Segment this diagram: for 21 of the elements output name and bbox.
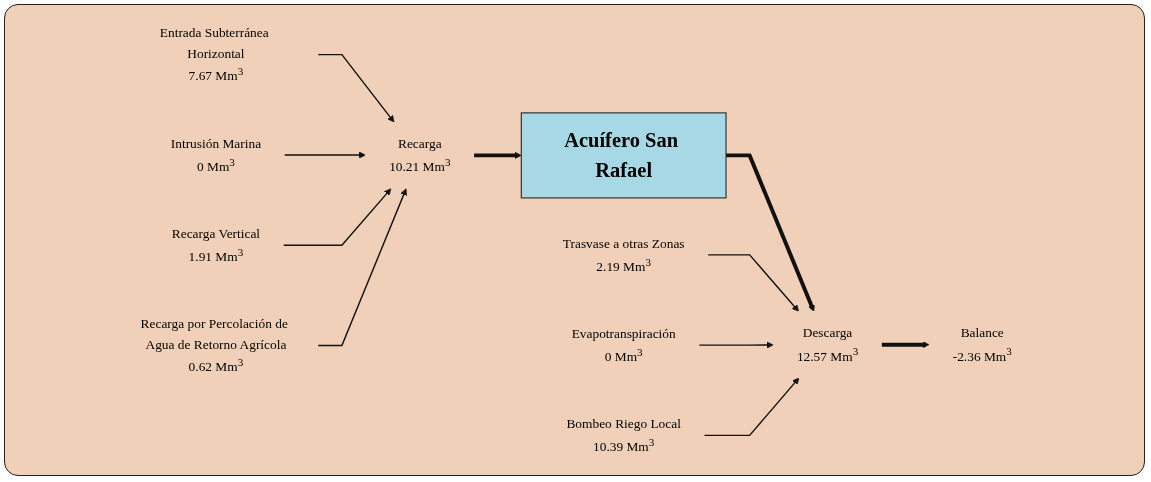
node-text: Evapotranspiración 0 Mm$^{3}$ <box>571 325 676 364</box>
arrow <box>726 153 815 312</box>
node-text: Recarga 10.21 Mm$^{3}$ <box>389 136 451 175</box>
arrow <box>317 188 407 347</box>
arrow <box>474 151 522 159</box>
node-text: Descarga 12.57 Mm$^{3}$ <box>796 325 859 364</box>
node-text: Bombeo Riego Local 10.39 Mm$^{3}$ <box>566 416 681 455</box>
node-box: Acuífero San Rafael <box>520 112 727 199</box>
node-text: Balance -2.36 Mm$^{3}$ <box>952 325 1012 364</box>
node-text: Recarga Vertical 1.91 Mm$^{3}$ <box>171 226 261 264</box>
node-text: Trasvase a otras Zonas 2.19 Mm$^{3}$ <box>562 235 685 274</box>
node-text: Recarga por Percolación de Agua de Retorno Agrícola 0.62 Mm$^{3}$ <box>140 316 288 375</box>
arrow <box>707 254 799 312</box>
arrow <box>698 341 774 349</box>
arrow <box>703 377 800 437</box>
arrow <box>284 151 366 159</box>
arrow <box>317 53 395 123</box>
node-text: Intrusión Marina 0 Mm$^{3}$ <box>170 135 262 174</box>
node-text: Entrada Subterránea Horizontal 7.67 Mm$^{3}$ <box>159 25 269 84</box>
arrow <box>283 188 392 246</box>
arrow <box>881 341 930 349</box>
